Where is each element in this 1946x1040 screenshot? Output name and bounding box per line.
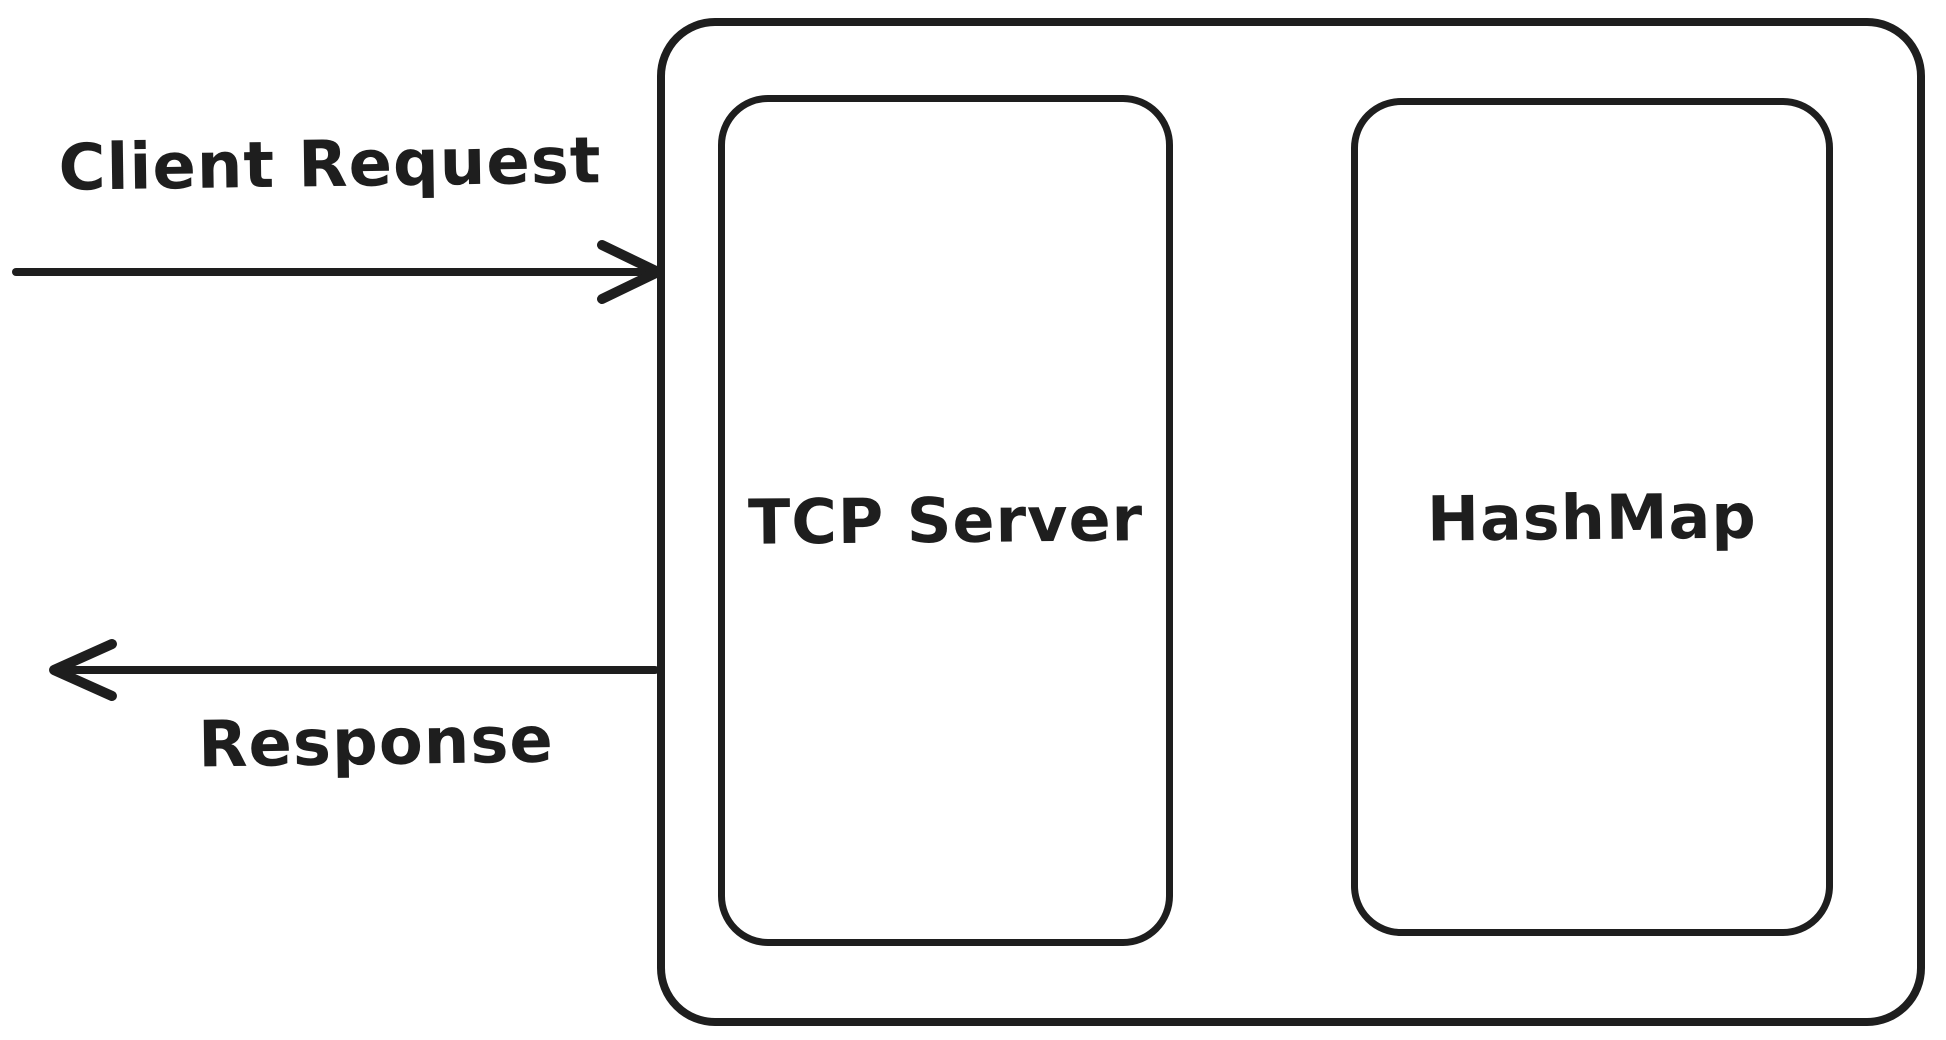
tcp-server-box: TCP Server	[718, 95, 1173, 946]
tcp-server-label: TCP Server	[747, 482, 1144, 559]
response-arrow	[49, 639, 659, 701]
hashmap-label: HashMap	[1426, 479, 1758, 555]
outer-container-box	[657, 18, 1925, 1026]
client-request-arrow	[12, 240, 663, 304]
hashmap-box: HashMap	[1351, 98, 1833, 936]
client-request-label: Client Request	[58, 124, 602, 206]
response-label: Response	[197, 703, 555, 783]
